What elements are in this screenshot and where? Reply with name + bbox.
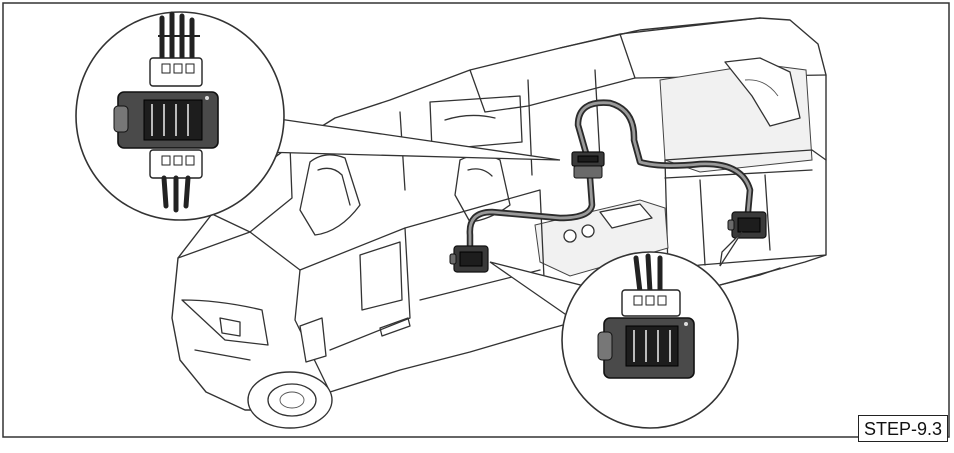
left-connector	[449, 245, 489, 273]
figure-frame	[2, 2, 950, 438]
front-wheel	[247, 371, 333, 429]
center-joint-connector	[571, 151, 605, 179]
wiring-harness	[449, 99, 767, 273]
step-label: STEP-9.3	[857, 415, 948, 442]
driver-seat	[299, 154, 361, 236]
right-connector	[727, 211, 767, 239]
callout-top-left	[75, 11, 561, 221]
callout-bottom-right	[489, 231, 743, 429]
